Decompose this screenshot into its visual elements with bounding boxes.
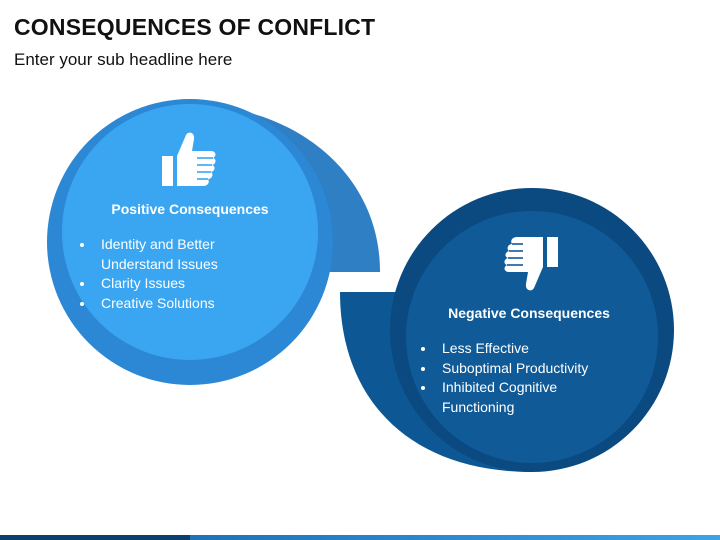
- negative-circle: [406, 211, 658, 463]
- negative-list: Less Effective Suboptimal Productivity I…: [414, 339, 624, 417]
- positive-circle: [62, 104, 318, 360]
- positive-list: Identity and Better Understand Issues Cl…: [73, 235, 283, 313]
- negative-item: Inhibited Cognitive Functioning: [436, 378, 624, 417]
- thumbs-down-icon: [504, 237, 558, 291]
- negative-item: Less Effective: [436, 339, 624, 359]
- bottom-accent-bar: [0, 535, 720, 540]
- thumbs-up-icon: [162, 132, 216, 186]
- positive-heading: Positive Consequences: [111, 201, 269, 217]
- negative-heading: Negative Consequences: [448, 305, 610, 321]
- positive-item: Identity and Better Understand Issues: [95, 235, 283, 274]
- slide-subtitle: Enter your sub headline here: [14, 50, 233, 69]
- bottom-bar-dark-segment: [0, 535, 190, 540]
- positive-item: Creative Solutions: [95, 294, 283, 314]
- bottom-bar-light-segment: [190, 535, 720, 540]
- negative-item: Suboptimal Productivity: [436, 359, 624, 379]
- slide-title: CONSEQUENCES OF CONFLICT: [14, 14, 376, 40]
- positive-item: Clarity Issues: [95, 274, 283, 294]
